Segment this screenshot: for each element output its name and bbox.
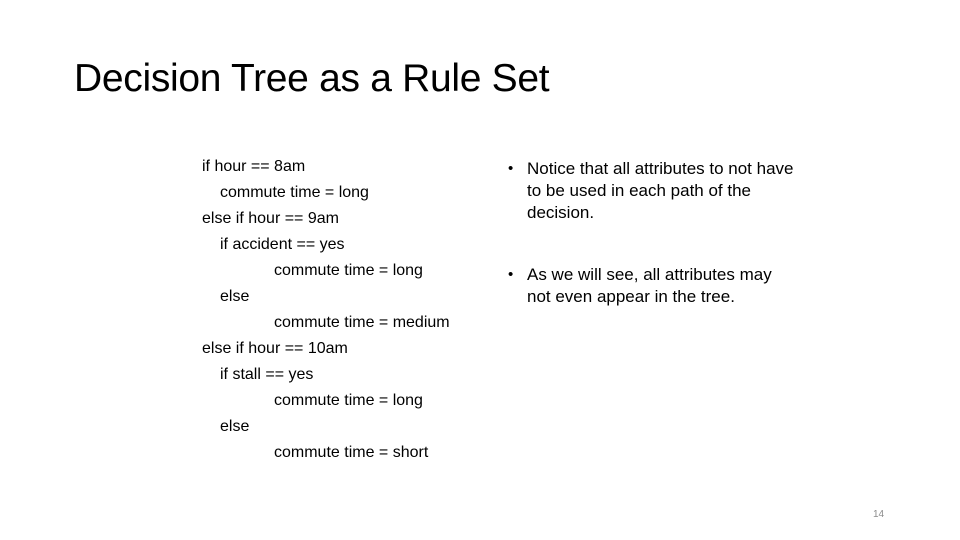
bullet-item: • Notice that all attributes to not have… (508, 158, 798, 224)
rule-line: if hour == 8am (202, 158, 306, 175)
bullet-text: Notice that all attributes to not have t… (527, 159, 794, 222)
rule-line: commute time = long (274, 392, 423, 409)
slide-title: Decision Tree as a Rule Set (74, 57, 550, 100)
rule-line: if accident == yes (220, 236, 345, 253)
rule-line: else (220, 288, 250, 305)
rule-line: commute time = long (274, 262, 423, 279)
rule-set: if hour == 8am commute time = long else … (202, 154, 450, 466)
bullet-icon: • (508, 160, 514, 177)
rule-line: else (220, 418, 250, 435)
bullet-icon: • (508, 266, 514, 283)
rule-line: commute time = long (220, 184, 369, 201)
bullet-item: • As we will see, all attributes may not… (508, 264, 798, 308)
rule-line: if stall == yes (220, 366, 314, 383)
bullet-list: • Notice that all attributes to not have… (508, 158, 798, 348)
rule-line: commute time = medium (274, 314, 450, 331)
rule-line: commute time = short (274, 444, 429, 461)
slide-number: 14 (873, 509, 885, 520)
rule-line: else if hour == 10am (202, 340, 348, 357)
rule-line: else if hour == 9am (202, 210, 339, 227)
bullet-text: As we will see, all attributes may not e… (527, 265, 772, 306)
